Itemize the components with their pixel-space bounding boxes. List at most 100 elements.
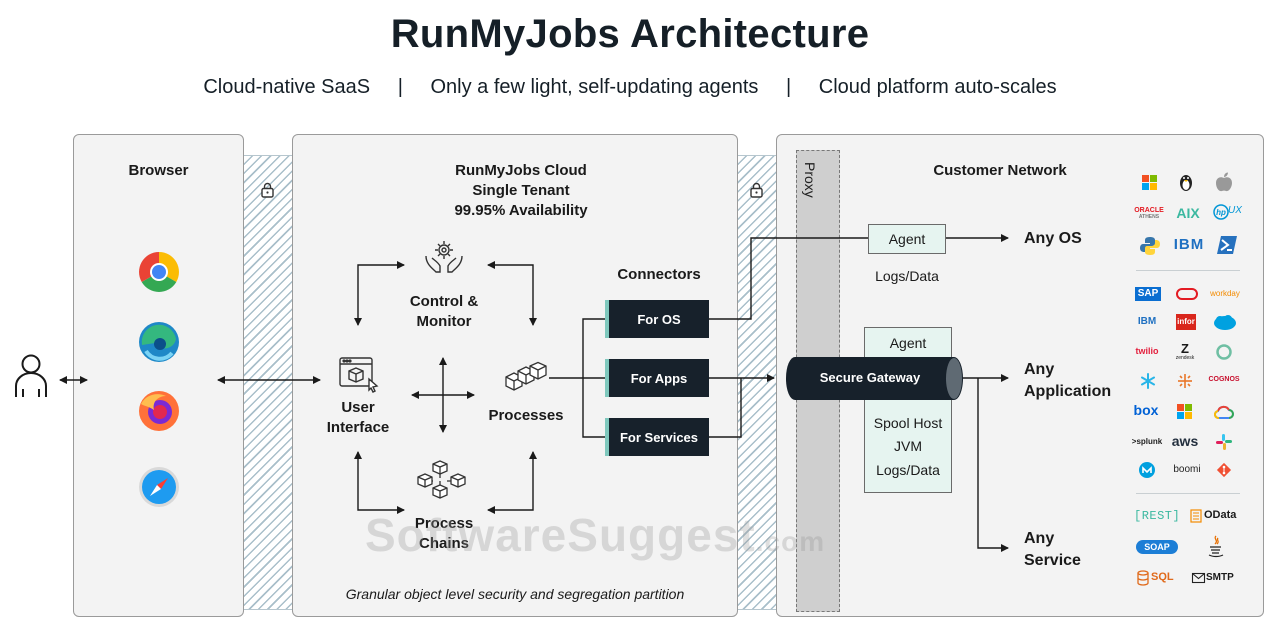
zendesk-text: zendesk bbox=[1175, 355, 1195, 361]
agent-os-box[interactable]: Agent bbox=[868, 224, 946, 254]
twilio-logo: twilio bbox=[1135, 346, 1159, 356]
connector-os[interactable]: For OS bbox=[605, 300, 709, 338]
cloud-title-line: Single Tenant bbox=[472, 182, 570, 199]
subtitle-agents: Only a few light, self-updating agents bbox=[430, 76, 759, 98]
zendesk-logo: Z zendesk bbox=[1174, 341, 1196, 363]
cloud-title-line: 99.95% Availability bbox=[454, 202, 588, 219]
oracle-logo-subtext: ATHENS bbox=[1138, 214, 1160, 220]
cloud-title: RunMyJobs Cloud Single Tenant 99.95% Ava… bbox=[400, 161, 642, 221]
cloud-title-line: RunMyJobs Cloud bbox=[455, 162, 587, 179]
process-chains-line: Chains bbox=[418, 535, 469, 552]
agent-app-box[interactable] bbox=[864, 327, 952, 493]
connector-apps[interactable]: For Apps bbox=[605, 359, 709, 397]
process-chains-line: Process bbox=[414, 515, 474, 532]
page-title: RunMyJobs Architecture bbox=[390, 12, 870, 56]
mail-icon bbox=[1191, 572, 1206, 584]
watermark-suffix: .com bbox=[755, 526, 826, 557]
logo-divider bbox=[1136, 493, 1240, 494]
aix-logo: AIX bbox=[1176, 205, 1200, 221]
page-subtitle: Cloud-native SaaS | Only a few light, se… bbox=[0, 76, 1260, 99]
connector-services[interactable]: For Services bbox=[605, 418, 709, 456]
sap-logo: SAP bbox=[1135, 287, 1161, 301]
hp-ux-text: UX bbox=[1228, 205, 1242, 216]
any-service-line: Any bbox=[1024, 530, 1055, 547]
git-icon bbox=[1216, 462, 1232, 478]
svg-text:hp: hp bbox=[1216, 208, 1226, 217]
oracle-app-logo bbox=[1176, 288, 1198, 300]
smtp-text: SMTP bbox=[1206, 572, 1234, 583]
powershell-icon bbox=[1217, 236, 1237, 254]
hp-icon: hp bbox=[1213, 204, 1229, 220]
rest-logo: [REST] bbox=[1134, 509, 1181, 523]
apple-icon bbox=[1216, 172, 1232, 192]
database-icon bbox=[1137, 570, 1149, 586]
customer-network-title: Customer Network bbox=[933, 162, 1067, 179]
ibm-app-logo: IBM bbox=[1137, 316, 1157, 327]
java-icon bbox=[1208, 535, 1224, 558]
any-service-line: Service bbox=[1024, 552, 1081, 569]
any-service-label: Any Service bbox=[1024, 528, 1081, 572]
safari-icon bbox=[139, 467, 179, 507]
any-application-line: Application bbox=[1024, 383, 1112, 400]
agent-app-label: Agent bbox=[889, 335, 927, 351]
subtitle-saas: Cloud-native SaaS bbox=[203, 76, 371, 98]
control-monitor-icon bbox=[425, 241, 463, 273]
logs-data-os: Logs/Data bbox=[875, 268, 939, 284]
processes-icon bbox=[505, 361, 547, 391]
watermark-main: SoftwareSuggest bbox=[365, 509, 756, 561]
sql-logo: SQL bbox=[1137, 569, 1181, 587]
subtitle-separator: | bbox=[397, 76, 403, 98]
aws-logo: aws bbox=[1171, 433, 1199, 449]
smtp-logo: SMTP bbox=[1191, 571, 1244, 587]
tableau-icon bbox=[1178, 374, 1192, 388]
boomi-logo: boomi bbox=[1173, 464, 1201, 475]
sql-text: SQL bbox=[1151, 571, 1174, 583]
secure-gateway-label: Secure Gateway bbox=[819, 370, 921, 385]
control-monitor-line: Control & bbox=[409, 293, 479, 310]
secure-gateway-cylinder bbox=[786, 357, 962, 400]
zendesk-z: Z bbox=[1181, 341, 1189, 356]
user-interface-icon bbox=[339, 357, 379, 393]
any-os-label: Any OS bbox=[1024, 230, 1082, 247]
windows-icon bbox=[1142, 175, 1157, 190]
jvm-label: JVM bbox=[894, 438, 922, 454]
circle-app-icon bbox=[1216, 344, 1232, 360]
python-icon bbox=[1140, 237, 1160, 255]
splunk-logo: >splunk bbox=[1131, 437, 1163, 446]
oracle-logo: ORACLE ATHENS bbox=[1130, 207, 1168, 221]
control-monitor-label: Control & Monitor bbox=[384, 292, 504, 332]
processes-label: Processes bbox=[488, 407, 564, 424]
ibm-logo: IBM bbox=[1173, 236, 1205, 253]
any-application-label: Any Application bbox=[1024, 359, 1111, 403]
slack-icon bbox=[1216, 434, 1232, 450]
logs-data-app: Logs/Data bbox=[876, 462, 940, 478]
secure-gateway-cap bbox=[945, 357, 963, 400]
user-icon bbox=[15, 354, 47, 397]
box-logo: box bbox=[1133, 402, 1159, 418]
process-chains-icon bbox=[417, 460, 466, 499]
any-application-line: Any bbox=[1024, 361, 1055, 378]
infor-logo: infor bbox=[1176, 314, 1196, 330]
security-band-right bbox=[738, 155, 776, 610]
browser-panel bbox=[73, 134, 244, 617]
connectors-title: Connectors bbox=[617, 266, 701, 283]
control-monitor-line: Monitor bbox=[416, 313, 472, 330]
process-chains-label: Process Chains bbox=[384, 514, 504, 554]
spool-host-label: Spool Host bbox=[873, 415, 943, 431]
workday-logo: workday bbox=[1210, 289, 1240, 298]
odata-text: OData bbox=[1204, 509, 1237, 521]
subtitle-separator: | bbox=[785, 76, 792, 98]
snowflake-icon bbox=[1141, 373, 1155, 389]
user-interface-label: User Interface bbox=[298, 398, 418, 438]
odata-logo: OData bbox=[1190, 508, 1241, 524]
watermark: SoftwareSuggest.com bbox=[365, 508, 825, 562]
mulesoft-icon bbox=[1139, 462, 1155, 478]
hp-ux-logo: hp UX bbox=[1213, 203, 1242, 221]
user-interface-line: User bbox=[341, 399, 375, 416]
subtitle-autoscale: Cloud platform auto-scales bbox=[818, 76, 1057, 98]
user-interface-line: Interface bbox=[326, 419, 390, 436]
salesforce-icon bbox=[1214, 315, 1236, 330]
chrome-icon bbox=[139, 252, 179, 292]
linux-icon bbox=[1180, 175, 1192, 191]
